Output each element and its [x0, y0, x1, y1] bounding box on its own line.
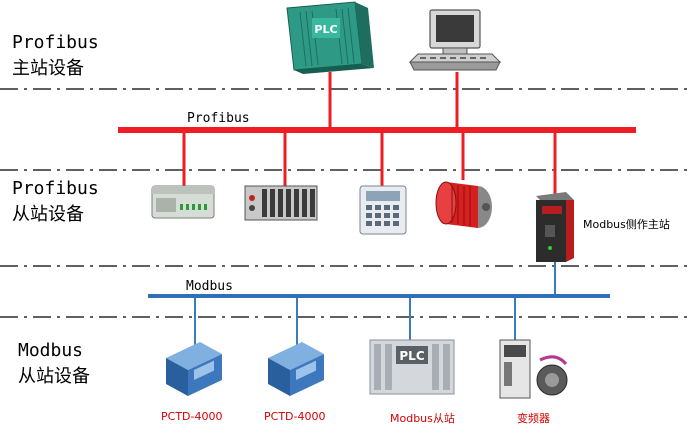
pctd1-label: PCTD-4000 [161, 410, 223, 423]
pctd2-label: PCTD-4000 [264, 410, 326, 423]
plc-rack-device [244, 185, 318, 221]
modbus-plc-label: Modbus从站 [390, 412, 455, 425]
plc-master-text: PLC [314, 23, 337, 36]
workstation-device [408, 9, 502, 71]
profibus-bus-label: Profibus [187, 111, 250, 126]
row-label-master-line2: 主站设备 [12, 58, 84, 79]
row-label-profibus-slave-line2: 从站设备 [12, 204, 84, 225]
pctd1-device [166, 342, 222, 396]
vfd-device [499, 339, 568, 399]
row-label-modbus-slave: Modbus 从站设备 [18, 338, 90, 390]
row-label-profibus-slave: Profibus 从站设备 [12, 176, 99, 228]
gateway-device [536, 192, 574, 262]
row-label-profibus-slave-line1: Profibus [12, 178, 99, 199]
modbus-plc-device: PLC [369, 339, 455, 395]
row-label-modbus-slave-line2: 从站设备 [18, 366, 90, 387]
modbus-plc-text: PLC [399, 349, 424, 363]
plc-master-device: PLC [286, 1, 374, 74]
row-label-modbus-slave-line1: Modbus [18, 340, 84, 361]
motor-device [435, 181, 492, 228]
row-label-master-line1: Profibus [12, 32, 99, 53]
modbus-bus-label: Modbus [186, 279, 233, 294]
io-module-device [151, 185, 215, 219]
gateway-label: Modbus侧作主站 [583, 218, 670, 231]
row-label-master: Profibus 主站设备 [12, 30, 99, 82]
hmi-panel-device [359, 185, 407, 235]
pctd2-device [268, 342, 324, 396]
vfd-label: 变频器 [517, 412, 550, 425]
